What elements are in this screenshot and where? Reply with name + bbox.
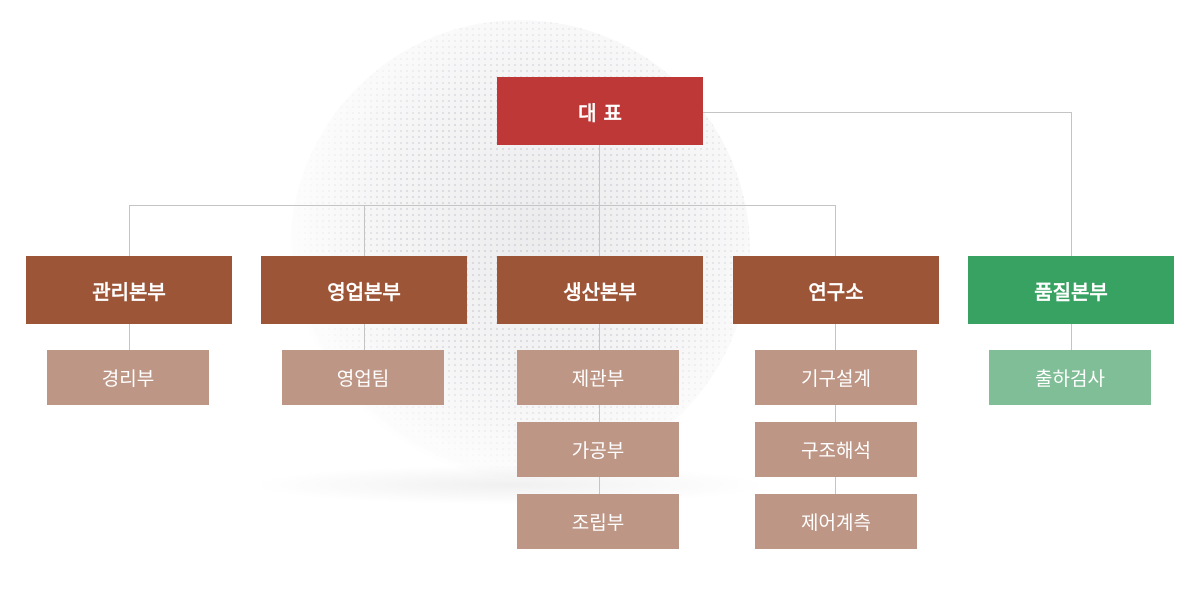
connector — [129, 205, 836, 206]
connector — [703, 112, 1072, 113]
team-shipping-inspection: 출하검사 — [989, 350, 1151, 405]
division-label: 영업본부 — [327, 279, 401, 304]
connector — [835, 324, 836, 494]
division-label: 생산본부 — [563, 279, 637, 304]
division-production: 생산본부 — [497, 256, 703, 324]
connector — [364, 324, 365, 350]
team-label: 구조해석 — [801, 440, 871, 462]
connector — [1071, 324, 1072, 350]
team-label: 기구설계 — [801, 368, 871, 390]
globe-shadow — [250, 465, 770, 505]
connector — [599, 324, 600, 494]
team-structural-analysis: 구조해석 — [755, 422, 917, 477]
team-accounting: 경리부 — [47, 350, 209, 405]
division-management: 관리본부 — [26, 256, 232, 324]
team-fabrication: 제관부 — [517, 350, 679, 405]
team-label: 가공부 — [571, 440, 625, 462]
team-label: 영업팀 — [336, 368, 390, 390]
team-assembly: 조립부 — [517, 494, 679, 549]
division-label: 연구소 — [808, 279, 864, 304]
team-label: 출하검사 — [1035, 368, 1105, 390]
team-machining: 가공부 — [517, 422, 679, 477]
division-quality: 품질본부 — [968, 256, 1174, 324]
ceo-box: 대 표 — [497, 77, 703, 145]
division-label: 관리본부 — [92, 279, 166, 304]
team-sales: 영업팀 — [282, 350, 444, 405]
division-research: 연구소 — [733, 256, 939, 324]
team-label: 조립부 — [571, 512, 625, 534]
division-label: 품질본부 — [1034, 279, 1108, 304]
connector — [364, 205, 365, 256]
connector — [599, 145, 600, 256]
ceo-label: 대 표 — [578, 100, 622, 125]
team-label: 제어계측 — [801, 512, 871, 534]
connector — [1071, 112, 1072, 256]
team-control-measurement: 제어계측 — [755, 494, 917, 549]
connector — [129, 324, 130, 350]
division-sales: 영업본부 — [261, 256, 467, 324]
team-label: 제관부 — [571, 368, 625, 390]
connector — [835, 205, 836, 256]
connector — [129, 205, 130, 256]
team-label: 경리부 — [101, 368, 155, 390]
team-mechanical-design: 기구설계 — [755, 350, 917, 405]
